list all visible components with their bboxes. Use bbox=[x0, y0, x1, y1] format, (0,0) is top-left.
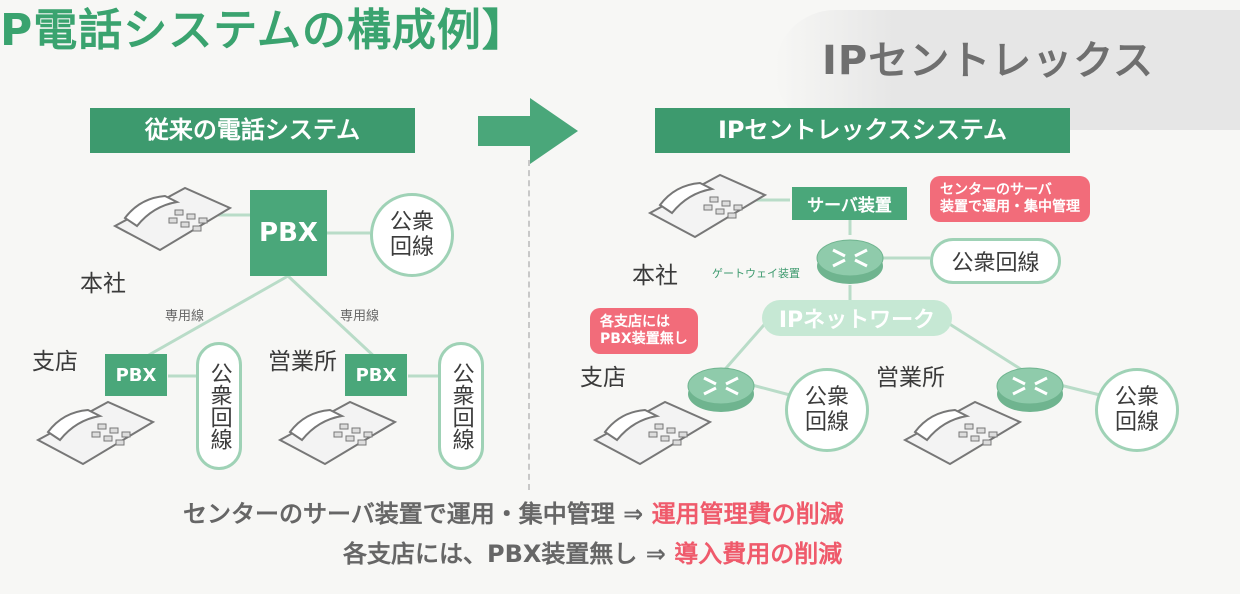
public-line-sales-office-ip-label: 公衆回線 bbox=[1114, 384, 1159, 435]
server-device: サーバ装置 bbox=[792, 187, 907, 220]
public-line-branch-ip: 公衆回線 bbox=[785, 368, 869, 452]
location-sales-office-ip: 営業所 bbox=[876, 365, 945, 391]
public-line-main-label: 公衆回線 bbox=[389, 209, 434, 260]
router-icon bbox=[816, 239, 884, 284]
location-branch-ip: 支店 bbox=[580, 365, 626, 391]
pbx-sales-office: PBX bbox=[345, 354, 407, 396]
location-honsha: 本社 bbox=[80, 271, 126, 297]
pbx-branch: PBX bbox=[105, 354, 167, 396]
telephone-icon bbox=[902, 400, 1023, 466]
router-icon bbox=[687, 367, 755, 412]
public-line-branch-ip-label: 公衆回線 bbox=[804, 384, 849, 435]
summary-line-1-text: センターのサーバ装置で運用・集中管理 ⇒ bbox=[183, 500, 652, 528]
telephone-icon bbox=[647, 173, 768, 239]
callout-branch-no-pbx: 各支店には PBX装置無し bbox=[590, 308, 698, 354]
router-icon bbox=[996, 367, 1064, 412]
section-divider bbox=[528, 160, 530, 490]
callout-center-server: センターのサーバ 装置で運用・集中管理 bbox=[930, 176, 1090, 222]
dedicated-line-label-left: 専用線 bbox=[165, 309, 205, 324]
telephone-icon bbox=[277, 400, 398, 466]
public-line-main: 公衆回線 bbox=[370, 193, 454, 277]
location-branch: 支店 bbox=[32, 349, 78, 375]
summary-line-2-highlight: 導入費用の削減 bbox=[674, 540, 843, 568]
summary-line-2: 各支店には、PBX装置無し ⇒ 導入費用の削減 bbox=[343, 534, 842, 569]
brand-title: IPセントレックス bbox=[822, 38, 1154, 84]
location-sales-office: 営業所 bbox=[268, 349, 337, 375]
telephone-icon bbox=[592, 400, 713, 466]
public-line-sales-office-ip: 公衆回線 bbox=[1095, 368, 1179, 452]
callout-center-line-2: 装置で運用・集中管理 bbox=[940, 198, 1080, 215]
left-section-heading: 従来の電話システム bbox=[90, 108, 415, 153]
telephone-icon bbox=[112, 186, 233, 252]
public-line-main-ip: 公衆回線 bbox=[930, 238, 1061, 284]
telephone-icon bbox=[35, 400, 156, 466]
dedicated-line-label-right: 専用線 bbox=[340, 309, 380, 324]
gateway-label: ゲートウェイ装置 bbox=[712, 267, 800, 280]
summary-line-1-highlight: 運用管理費の削減 bbox=[651, 500, 844, 528]
right-section-heading: IPセントレックスシステム bbox=[655, 108, 1070, 153]
summary-line-1: センターのサーバ装置で運用・集中管理 ⇒ 運用管理費の削減 bbox=[183, 494, 844, 529]
callout-branch-line-2: PBX装置無し bbox=[600, 330, 688, 347]
ip-network: IPネットワーク bbox=[762, 300, 952, 336]
summary-line-2-text: 各支店には、PBX装置無し ⇒ bbox=[343, 540, 675, 568]
public-line-branch: 公衆回線 bbox=[196, 342, 242, 470]
location-honsha-ip: 本社 bbox=[632, 263, 678, 289]
callout-branch-line-1: 各支店には bbox=[600, 314, 670, 330]
right-arrow-icon bbox=[478, 98, 578, 164]
pbx-main: PBX bbox=[250, 190, 327, 276]
public-line-sales-office: 公衆回線 bbox=[438, 342, 484, 470]
callout-center-line-1: センターのサーバ bbox=[940, 182, 1052, 198]
page-title: P電話システムの構成例】 bbox=[0, 5, 527, 56]
